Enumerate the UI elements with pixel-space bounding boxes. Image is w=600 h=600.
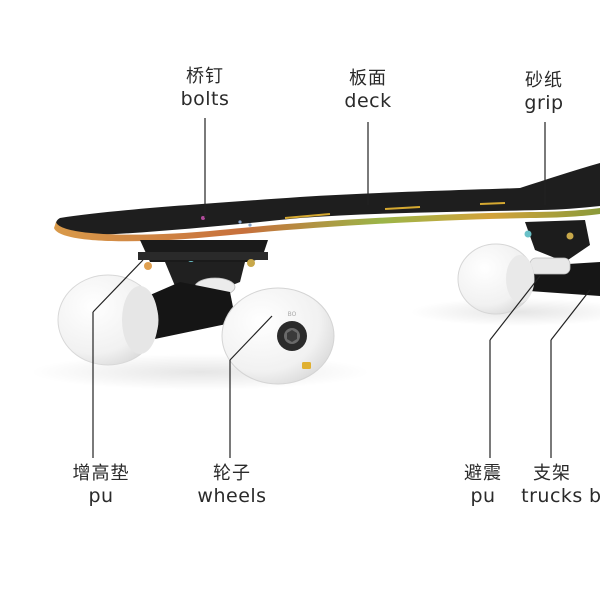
label-bushing-en: pu (470, 485, 496, 507)
label-deck-en: deck (344, 90, 392, 112)
deck-grip (55, 163, 600, 236)
label-trucks: 支架 trucks (516, 463, 588, 507)
label-trucks-zh: 支架 (533, 463, 571, 484)
label-riser-pad: 增高垫 pu (58, 463, 144, 507)
label-cut-off: b (589, 463, 600, 507)
label-deck: 板面 deck (333, 68, 403, 112)
deck-edge (54, 208, 600, 242)
label-bushing: 避震 pu (448, 463, 518, 507)
rear-truck-assembly (457, 220, 600, 315)
label-cut-off-en: b (589, 485, 600, 507)
label-grip: 砂纸 grip (508, 70, 580, 114)
label-wheels-en: wheels (197, 485, 267, 507)
label-bushing-zh: 避震 (464, 463, 502, 484)
label-wheels: 轮子 wheels (190, 463, 274, 507)
leader-lines (92, 118, 591, 458)
label-riser-pad-zh: 增高垫 (72, 463, 130, 484)
label-riser-pad-en: pu (88, 485, 114, 507)
label-grip-en: grip (524, 92, 564, 114)
label-bolts-en: bolts (180, 88, 230, 110)
svg-text:BO: BO (288, 311, 297, 318)
label-wheels-zh: 轮子 (213, 463, 251, 484)
label-bolts: 桥钉 bolts (170, 66, 240, 110)
label-deck-zh: 板面 (349, 68, 387, 89)
label-trucks-en: trucks (521, 485, 583, 507)
label-grip-zh: 砂纸 (525, 70, 563, 91)
label-bolts-zh: 桥钉 (186, 66, 224, 87)
